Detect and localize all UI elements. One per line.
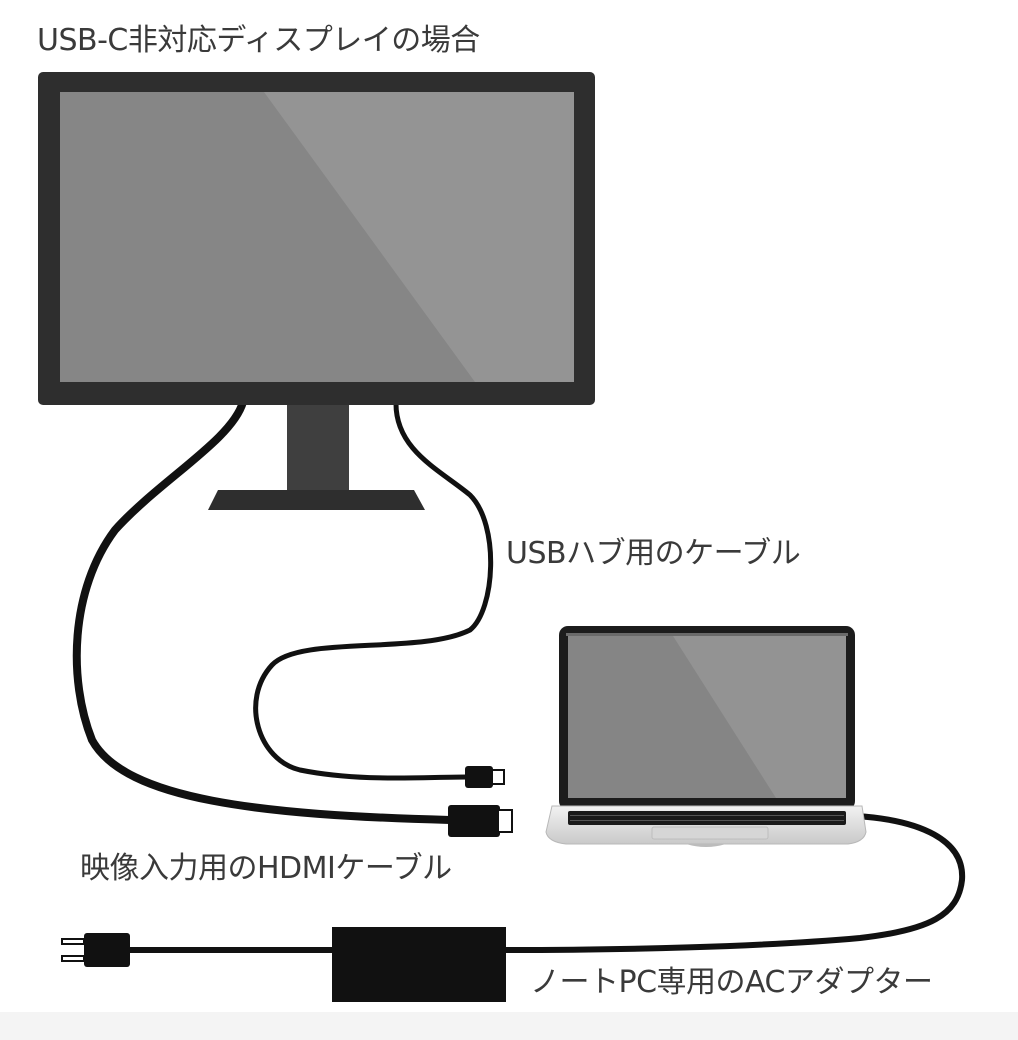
usb-cable-label: USBハブ用のケーブル [506,536,801,571]
monitor-stand-neck [287,398,349,494]
usb-hub-cable [253,399,494,781]
power-plug [61,933,130,967]
monitor-screen-glare [264,92,574,382]
monitor-stand-base [208,490,425,510]
hdmi-plug [448,805,513,837]
laptop-keyboard [568,811,846,825]
laptop-screen-glare [673,636,846,798]
ac-adapter [332,927,506,1002]
usb-a-plug [465,766,505,788]
ac-adapter-label: ノートPC専用のACアダプター [530,965,933,1000]
hdmi-cable-label: 映像入力用のHDMIケーブル [80,851,452,886]
diagram-title: USB-C非対応ディスプレイの場合 [37,23,480,58]
bottom-band [0,1012,1018,1040]
laptop-trackpad [651,826,769,840]
monitor [38,72,595,510]
ac-power-cable [502,813,966,953]
hdmi-cable [72,398,454,824]
laptop [545,626,867,847]
